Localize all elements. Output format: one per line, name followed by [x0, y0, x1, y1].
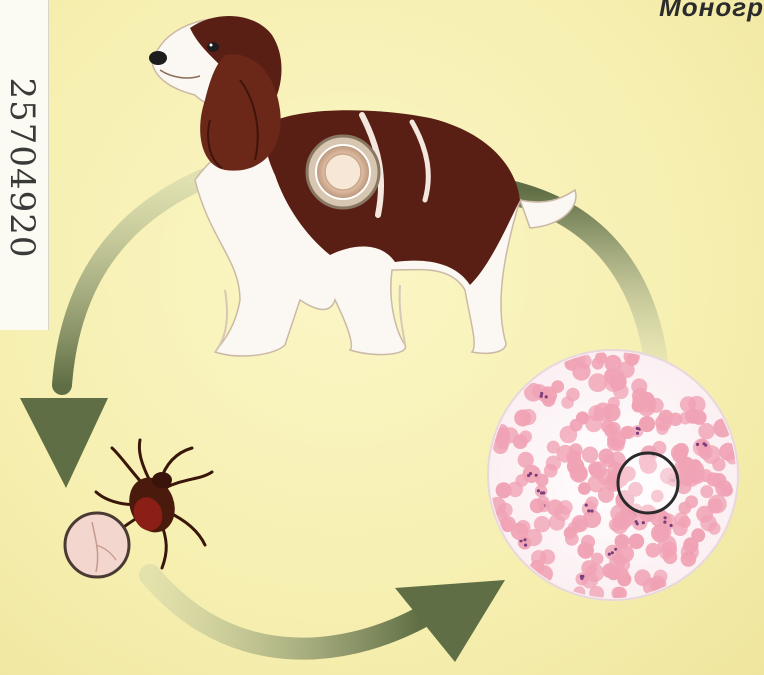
erythrocyte	[535, 485, 548, 498]
erythrocyte	[626, 353, 639, 366]
parasite-inclusion	[696, 443, 699, 446]
erythrocyte	[514, 410, 531, 427]
erythrocyte	[656, 423, 668, 435]
erythrocyte	[604, 368, 620, 384]
erythrocyte	[629, 534, 645, 550]
arrow-dog-to-tick	[20, 178, 205, 488]
parasite-inclusion	[642, 521, 645, 524]
parasite-inclusion	[670, 524, 673, 527]
erythrocyte	[607, 422, 621, 436]
smear-magnifier-ring	[618, 453, 678, 513]
erythrocyte	[599, 449, 614, 464]
erythrocyte	[534, 516, 550, 532]
erythrocyte	[519, 430, 532, 443]
parasite-inclusion	[527, 474, 530, 477]
erythrocyte	[634, 569, 651, 586]
erythrocyte	[683, 537, 698, 552]
erythrocyte	[700, 485, 713, 498]
erythrocyte	[549, 514, 565, 530]
arrow-tick-to-smear	[150, 575, 505, 662]
erythrocyte	[582, 447, 598, 463]
parasite-inclusion	[537, 489, 540, 492]
parasite-inclusion	[585, 504, 588, 507]
parasite-inclusion	[580, 577, 583, 580]
parasite-inclusion	[611, 551, 614, 554]
parasite-inclusion	[524, 544, 527, 547]
erythrocyte	[551, 380, 564, 393]
erythrocyte	[607, 567, 621, 581]
parasite-inclusion	[703, 442, 706, 445]
erythrocyte	[659, 513, 676, 530]
erythrocyte	[568, 522, 581, 535]
erythrocyte	[560, 426, 578, 444]
erythrocyte	[538, 389, 551, 402]
erythrocyte	[700, 469, 713, 482]
erythrocyte	[566, 388, 580, 402]
erythrocyte	[680, 396, 696, 412]
erythrocyte	[693, 438, 711, 456]
erythrocyte	[613, 384, 629, 400]
parasite-inclusion	[608, 553, 611, 556]
erythrocyte	[603, 404, 621, 422]
erythrocyte	[613, 439, 625, 451]
parasite-inclusion	[540, 395, 543, 398]
parasite-inclusion	[636, 522, 639, 525]
parasite-inclusion	[540, 392, 543, 395]
erythrocyte	[581, 535, 595, 549]
parasite-inclusion	[590, 509, 593, 512]
erythrocyte	[622, 426, 635, 439]
erythrocyte	[496, 482, 512, 498]
erythrocyte	[698, 423, 714, 439]
erythrocyte	[715, 480, 732, 497]
erythrocyte	[696, 506, 713, 523]
erythrocyte	[679, 412, 692, 425]
erythrocyte	[613, 554, 625, 566]
parasite-inclusion	[636, 427, 639, 430]
erythrocyte	[569, 443, 583, 457]
erythrocyte	[516, 520, 531, 535]
erythrocyte	[663, 550, 677, 564]
erythrocyte	[685, 469, 699, 483]
parasite-inclusion	[542, 491, 545, 494]
erythrocyte	[679, 516, 691, 528]
parasite-inclusion	[636, 432, 639, 435]
erythrocyte	[678, 502, 691, 515]
parasite-inclusion	[545, 395, 548, 398]
blood-smear-circle	[488, 348, 740, 601]
erythrocyte	[588, 475, 606, 493]
parasite-inclusion	[587, 509, 590, 512]
parasite-inclusion	[664, 516, 667, 519]
erythrocyte	[567, 458, 584, 475]
erythrocyte	[530, 498, 545, 513]
parasite-inclusion	[663, 521, 666, 524]
erythrocyte	[681, 551, 697, 567]
erythrocyte	[595, 352, 607, 364]
erythrocyte	[544, 464, 558, 478]
erythrocyte	[639, 416, 655, 432]
erythrocyte	[498, 503, 513, 518]
erythrocyte	[581, 560, 597, 576]
dog-magnifier-lens	[307, 136, 379, 208]
erythrocyte	[582, 501, 597, 516]
erythrocyte	[671, 444, 688, 461]
erythrocyte	[518, 452, 534, 468]
erythrocyte	[632, 399, 645, 412]
tick-magnifier-lens	[65, 513, 129, 577]
erythrocyte	[547, 499, 563, 515]
